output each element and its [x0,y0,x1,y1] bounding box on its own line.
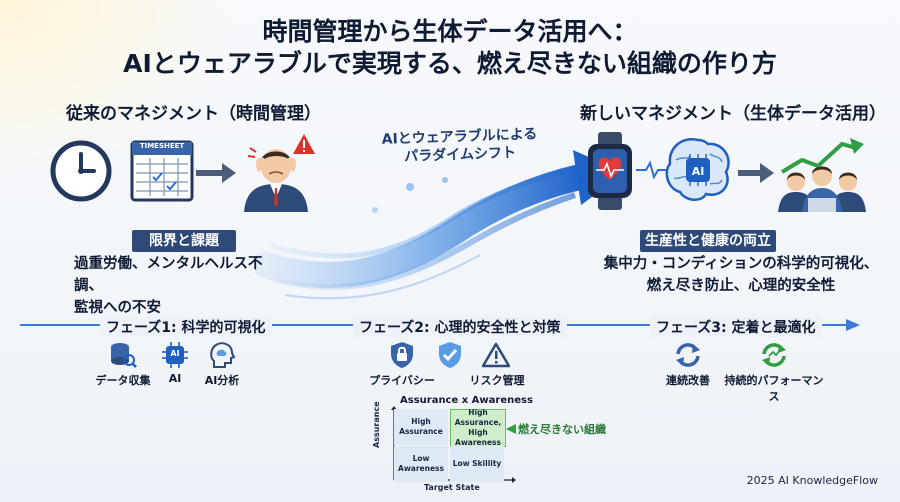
matrix-cell-top-right-line1: High Assurance, [454,408,502,427]
footer-credit: 2025 AI KnowledgeFlow [746,474,878,487]
left-description: 過重労働、メンタルヘルス不調、 監視への不安 [74,253,274,319]
privacy-label: プライバシー [369,374,435,387]
phase-3-label: フェーズ3: 定着と最適化 [650,317,822,337]
clock-icon [50,140,112,202]
left-heading: 従来のマネジメント（時間管理） [66,104,321,124]
sustained-performance-label: 持続的パフォーマンス [724,374,824,403]
matrix-title: Assurance x Awareness [400,395,533,406]
ai-analysis-label: AI分析 [204,374,240,387]
shield-check-icon [439,342,461,368]
arrow-right-icon-2 [738,163,774,183]
right-heading: 新しいマネジメント（生体データ活用） [580,104,886,124]
matrix-cell-bottom-right: Low Skillity [450,446,504,482]
ai-label: AI [168,372,182,385]
phase-1-label: フェーズ1: 科学的可視化 [100,317,272,337]
left-desc-line2: 監視への不安 [74,300,161,316]
matrix-y-axis-label: Assurance [372,401,381,448]
matrix-cell-top-right-line2: High Awareness [455,428,501,447]
phase-2-label: フェーズ2: 心理的安全性と対策 [353,317,567,337]
ecg-line-icon [636,160,676,180]
ai-chip-label: AI [691,165,705,178]
matrix-cell-top-left: High Assurance [394,409,448,445]
right-desc-line1: 集中力・コンディションの科学的可視化、 [603,256,879,272]
risk-warning-icon [482,342,510,368]
timesheet-label: TIMESHEET [139,142,185,150]
paradigm-shift-label: AIとウェアラブルによる パラダイムシフト [381,125,538,166]
stressed-worker-icon [244,147,308,212]
ai-chip-icon [162,342,188,368]
timesheet-icon [130,140,194,202]
right-desc-line2: 燃え尽き防止、心理的安全性 [646,278,836,294]
page-title-line2: AIとウェアラブルで実現する、燃え尽きない組織の作り方 [123,49,777,78]
right-badge: 生産性と健康の両立 [640,230,776,252]
highlight-pointer-icon [506,424,516,434]
ai-brain-icon [665,137,730,201]
data-collection-icon [111,343,137,368]
continuous-improvement-icon [676,343,700,367]
risk-management-label: リスク管理 [469,374,525,387]
left-desc-line1: 過重労働、メンタルヘルス不調、 [74,256,263,294]
matrix-x-axis-label: Target State [424,483,480,492]
continuous-improvement-label: 連続改善 [666,374,710,387]
ai-analysis-icon [210,342,236,368]
smartwatch-icon [588,132,632,210]
ai-chip-icon-text: AI [170,349,180,358]
happy-team-icon [778,138,866,212]
page-title-line1: 時間管理から生体データ活用へ： [262,17,638,46]
highlight-label: 燃え尽きない組織 [518,423,606,436]
left-badge: 限界と課題 [132,230,236,252]
sustained-performance-icon [762,343,786,367]
arrow-right-icon [196,163,236,183]
privacy-lock-icon [391,342,413,368]
matrix-cell-top-right: High Assurance, High Awareness [450,408,506,447]
warning-icon [293,134,315,154]
data-collection-label: データ収集 [95,374,151,387]
matrix-cell-bottom-left: Low Awareness [394,446,448,482]
right-description: 集中力・コンディションの科学的可視化、 燃え尽き防止、心理的安全性 [596,253,886,297]
